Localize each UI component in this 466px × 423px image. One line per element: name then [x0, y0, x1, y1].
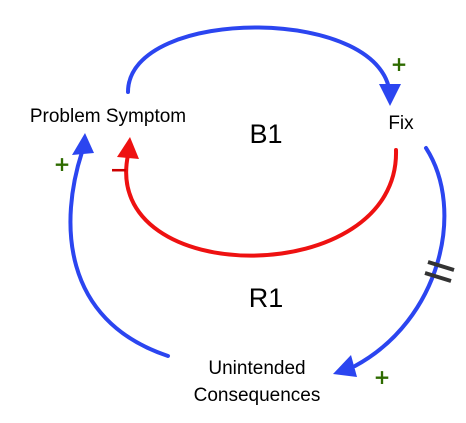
node-unintended-consequences-line2: Consequences: [194, 385, 321, 406]
node-problem-symptom: Problem Symptom: [30, 106, 186, 127]
node-fix: Fix: [388, 113, 414, 134]
link-consequences-to-symptom: [68, 150, 170, 358]
node-unintended-consequences-line1: Unintended: [208, 358, 305, 379]
polarity-fix-to-consequences: +: [374, 365, 391, 389]
arrowhead-at-fix: [379, 84, 401, 106]
delay-mark: [424, 260, 455, 283]
polarity-symptom-to-fix: +: [391, 52, 408, 76]
arrowhead-at-symptom-blue: [72, 133, 94, 155]
loop-label-balancing: B1: [249, 119, 282, 149]
link-fix-to-consequences: [353, 146, 447, 368]
polarity-consequences-to-symptom: +: [54, 152, 71, 176]
link-symptom-to-fix: [126, 25, 392, 100]
arrowhead-at-symptom-red: [117, 137, 139, 159]
loop-label-reinforcing: R1: [249, 283, 284, 313]
polarity-fix-to-symptom: −: [110, 158, 128, 183]
link-fix-to-symptom: [124, 148, 399, 258]
arrowhead-at-consequences: [333, 355, 357, 377]
